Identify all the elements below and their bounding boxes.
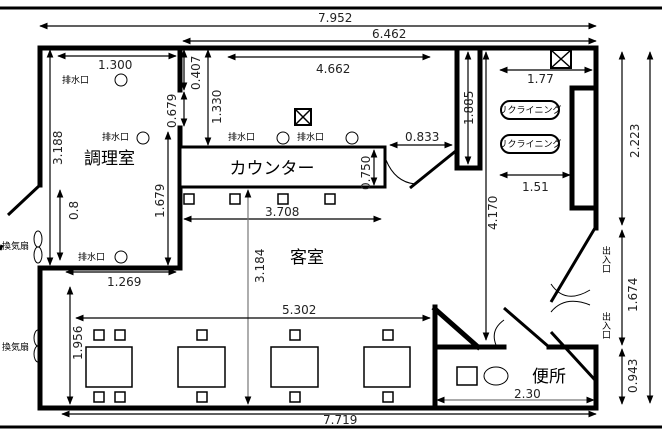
svg-text:排水口: 排水口 [102,131,129,143]
svg-text:1.51: 1.51 [522,180,549,194]
svg-text:7.952: 7.952 [318,11,352,25]
svg-text:2.30: 2.30 [514,387,541,401]
entrance-labels: 出入口 出入口 [600,245,611,339]
svg-text:換気扇: 換気扇 [2,341,29,353]
svg-text:排水口: 排水口 [62,74,89,86]
svg-text:0.8: 0.8 [67,201,81,220]
svg-text:換気扇: 換気扇 [2,240,29,252]
kitchen-label: 調理室 [84,149,135,169]
recliners: リクライニング リクライニング [498,100,562,154]
svg-text:3.188: 3.188 [51,131,65,165]
svg-text:0.407: 0.407 [189,56,203,90]
svg-text:0.833: 0.833 [405,130,439,144]
svg-text:5.302: 5.302 [282,303,316,317]
svg-text:出入口: 出入口 [600,311,611,339]
svg-text:1.269: 1.269 [107,275,141,289]
ventilation-fans: 換気扇 換気扇 [2,230,43,363]
svg-text:排水口: 排水口 [228,131,255,143]
svg-text:1.885: 1.885 [462,91,476,125]
toilet-label: 便所 [532,367,566,387]
svg-text:出入口: 出入口 [600,245,611,273]
svg-text:4.170: 4.170 [486,196,500,230]
svg-text:1.77: 1.77 [527,72,554,86]
svg-text:0.750: 0.750 [359,156,373,190]
svg-text:0.943: 0.943 [626,359,640,393]
svg-text:6.462: 6.462 [372,27,406,41]
svg-text:1.956: 1.956 [71,326,85,360]
svg-text:排水口: 排水口 [297,131,324,143]
svg-text:1.330: 1.330 [210,90,224,124]
guest-room-label: 客室 [290,248,324,268]
svg-text:4.662: 4.662 [316,62,350,76]
svg-text:2.223: 2.223 [628,124,642,158]
drains: 排水口 排水口 排水口 排水口 排水口 [62,73,359,264]
svg-text:1.674: 1.674 [626,278,640,312]
svg-text:3.184: 3.184 [253,249,267,283]
svg-text:1.679: 1.679 [153,184,167,218]
counter-label: カウンター [230,159,315,179]
svg-text:1.300: 1.300 [98,58,132,72]
vent-icons [294,49,572,126]
counter: カウンター [178,145,387,189]
svg-text:排水口: 排水口 [78,251,105,263]
tables-and-chairs [85,193,509,403]
svg-text:リクライニング: リクライニング [498,104,561,116]
walls [0,45,599,411]
svg-text:7.719: 7.719 [323,413,357,427]
svg-text:3.708: 3.708 [265,205,299,219]
svg-text:リクライニング: リクライニング [498,138,561,150]
svg-text:0.679: 0.679 [165,94,179,128]
dimension-lines: 7.952 6.462 1.300 4.662 3.188 0.407 0.67… [39,11,654,427]
